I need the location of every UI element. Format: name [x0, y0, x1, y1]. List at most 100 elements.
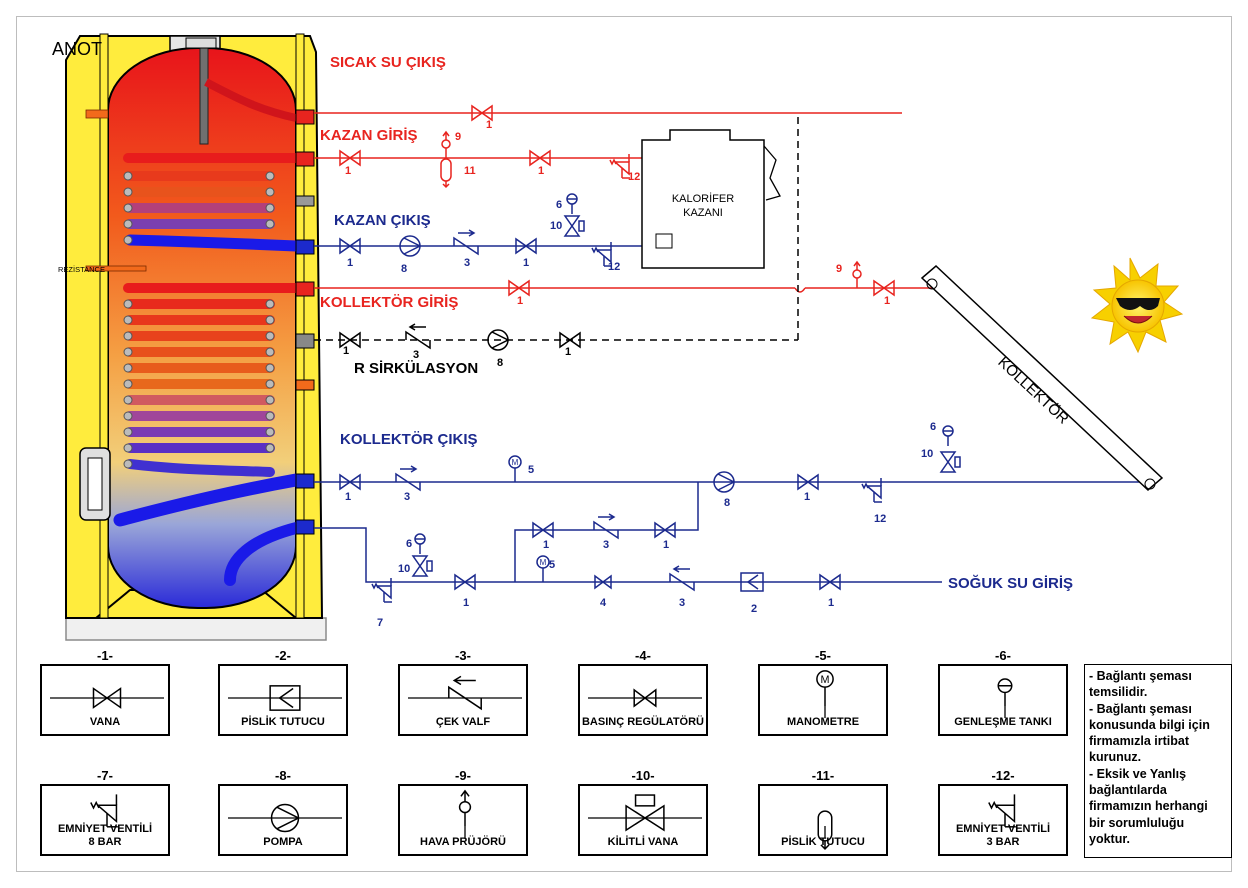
legend-symbol-12: [988, 794, 1016, 828]
num-1-cold-b: 1: [828, 597, 834, 609]
component-airvent-14: [852, 260, 862, 288]
component-safety-25: [861, 478, 882, 503]
num-10-collout: 10: [921, 448, 933, 460]
diagram-frame: [16, 16, 1232, 872]
component-lockv-10: [563, 215, 585, 237]
component-valve-28: [532, 521, 554, 539]
side-flange: [79, 447, 111, 521]
component-valve-13: [508, 279, 530, 297]
legend-symbol-8: [228, 803, 342, 833]
legend-number-10: -10-: [631, 768, 655, 783]
legend-name-8: POMPA: [263, 836, 303, 848]
component-gauge-22: M: [508, 455, 522, 482]
pipes-hot: [314, 112, 932, 293]
component-valve-4: [529, 149, 551, 167]
component-lockv-32: [411, 555, 433, 577]
legend-symbol-9: [458, 789, 472, 838]
num-1-boilerout-a: 1: [347, 257, 353, 269]
component-pump-23: [713, 471, 736, 493]
legend-number-3: -3-: [455, 648, 471, 663]
anode-label: ANOT: [52, 39, 102, 59]
label-hot-water-out: SICAK SU ÇIKIŞ: [330, 54, 446, 71]
num-1-hot: 1: [486, 119, 492, 131]
component-valve-39: [819, 573, 841, 591]
component-safety-5: [609, 154, 630, 179]
num-3-recirc: 3: [413, 349, 419, 361]
num-1-collout-a: 1: [345, 491, 351, 503]
sun-icon: [1090, 257, 1184, 354]
legend-item-2: PİSLİK TUTUCU: [218, 664, 348, 736]
component-pump-7: [399, 235, 422, 257]
boiler: KALORİFER KAZANI: [641, 129, 781, 269]
num-6-cold: 6: [406, 538, 412, 550]
component-valve-24: [797, 473, 819, 491]
legend-name-9: HAVA PRÜJÖRÜ: [420, 836, 506, 848]
num-11: 11: [464, 165, 476, 177]
component-checkL-37: [669, 565, 695, 592]
legend-name-3: ÇEK VALF: [435, 716, 491, 728]
num-1-boilerin-b: 1: [538, 165, 544, 177]
upper-coil: [123, 153, 302, 252]
component-exp-11: [566, 193, 578, 214]
legend-number-9: -9-: [455, 768, 471, 783]
legend-number-7: -7-: [97, 768, 113, 783]
component-pump-18: [487, 329, 510, 351]
heating-element: [85, 109, 147, 272]
legend-item-7: EMNİYET VENTİLİ 8 BAR: [40, 784, 170, 856]
disclaimer-note: - Bağlantı şeması temsilidir. - Bağlantı…: [1084, 664, 1232, 858]
num-3-boilerout: 3: [464, 257, 470, 269]
svg-text:M: M: [540, 558, 547, 567]
component-valve-31: [454, 573, 476, 591]
component-valve-19: [559, 331, 581, 349]
legend-symbol-10: [588, 794, 702, 832]
num-6-collout: 6: [930, 421, 936, 433]
component-reg-36: [594, 574, 612, 590]
legend-name-7: EMNİYET VENTİLİ 8 BAR: [57, 823, 153, 848]
legend-symbol-5: M: [816, 670, 834, 718]
component-valve-6: [339, 237, 361, 255]
legend-symbol-3: [408, 675, 522, 711]
component-gauge-35: M: [536, 555, 550, 582]
legend-item-3: ÇEK VALF: [398, 664, 528, 736]
component-checkL-17: [405, 323, 431, 350]
legend-number-2: -2-: [275, 648, 291, 663]
component-numbers: 1 9 1 11 1 12 6 10 1 8 3 1 12 1 9 1 1 3 …: [343, 119, 936, 629]
component-valve-20: [339, 473, 361, 491]
tank-ports: [295, 109, 315, 535]
legend-number-5: -5-: [815, 648, 831, 663]
component-strainerV-3: [440, 158, 452, 189]
num-3-bypass: 3: [603, 539, 609, 551]
label-boiler-in: KAZAN GİRİŞ: [320, 127, 418, 144]
component-exp-27: [942, 425, 954, 446]
num-2-cold: 2: [751, 603, 757, 615]
num-1-recirc-b: 1: [565, 346, 571, 358]
num-1-bypass-b: 1: [663, 539, 669, 551]
component-checkR-8: [453, 229, 479, 256]
num-6-boiler: 6: [556, 199, 562, 211]
num-1-boilerout-b: 1: [523, 257, 529, 269]
num-1-collout-b: 1: [804, 491, 810, 503]
legend-number-1: -1-: [97, 648, 113, 663]
legend-item-1: VANA: [40, 664, 170, 736]
num-1-bypass-a: 1: [543, 539, 549, 551]
num-1-collin-a: 1: [517, 295, 523, 307]
component-valve-30: [654, 521, 676, 539]
legend-name-4: BASINÇ REGÜLATÖRÜ: [581, 716, 704, 728]
component-symbols: M M: [339, 104, 961, 603]
legend-item-6: GENLEŞME TANKI: [938, 664, 1068, 736]
legend-item-12: EMNİYET VENTİLİ 3 BAR: [938, 784, 1068, 856]
label-collector-in: KOLLEKTÖR GİRİŞ: [320, 294, 458, 311]
component-safety-12: [591, 242, 612, 267]
num-9-boiler: 9: [455, 131, 461, 143]
pipes-recirculation: [314, 113, 799, 341]
component-valve-16: [339, 331, 361, 349]
storage-tank: ANOT REZİSTANCE: [52, 33, 327, 641]
legend-item-11: PİSLİK TUTUCU: [758, 784, 888, 856]
label-collector-out: KOLLEKTÖR ÇIKIŞ: [340, 431, 478, 448]
legend-name-5: MANOMETRE: [786, 716, 860, 728]
label-recirculation: R SİRKÜLASYON: [354, 360, 478, 377]
resistance-label: REZİSTANCE: [58, 265, 105, 274]
num-4-cold: 4: [600, 597, 607, 609]
legend-symbol-6: [997, 678, 1013, 718]
